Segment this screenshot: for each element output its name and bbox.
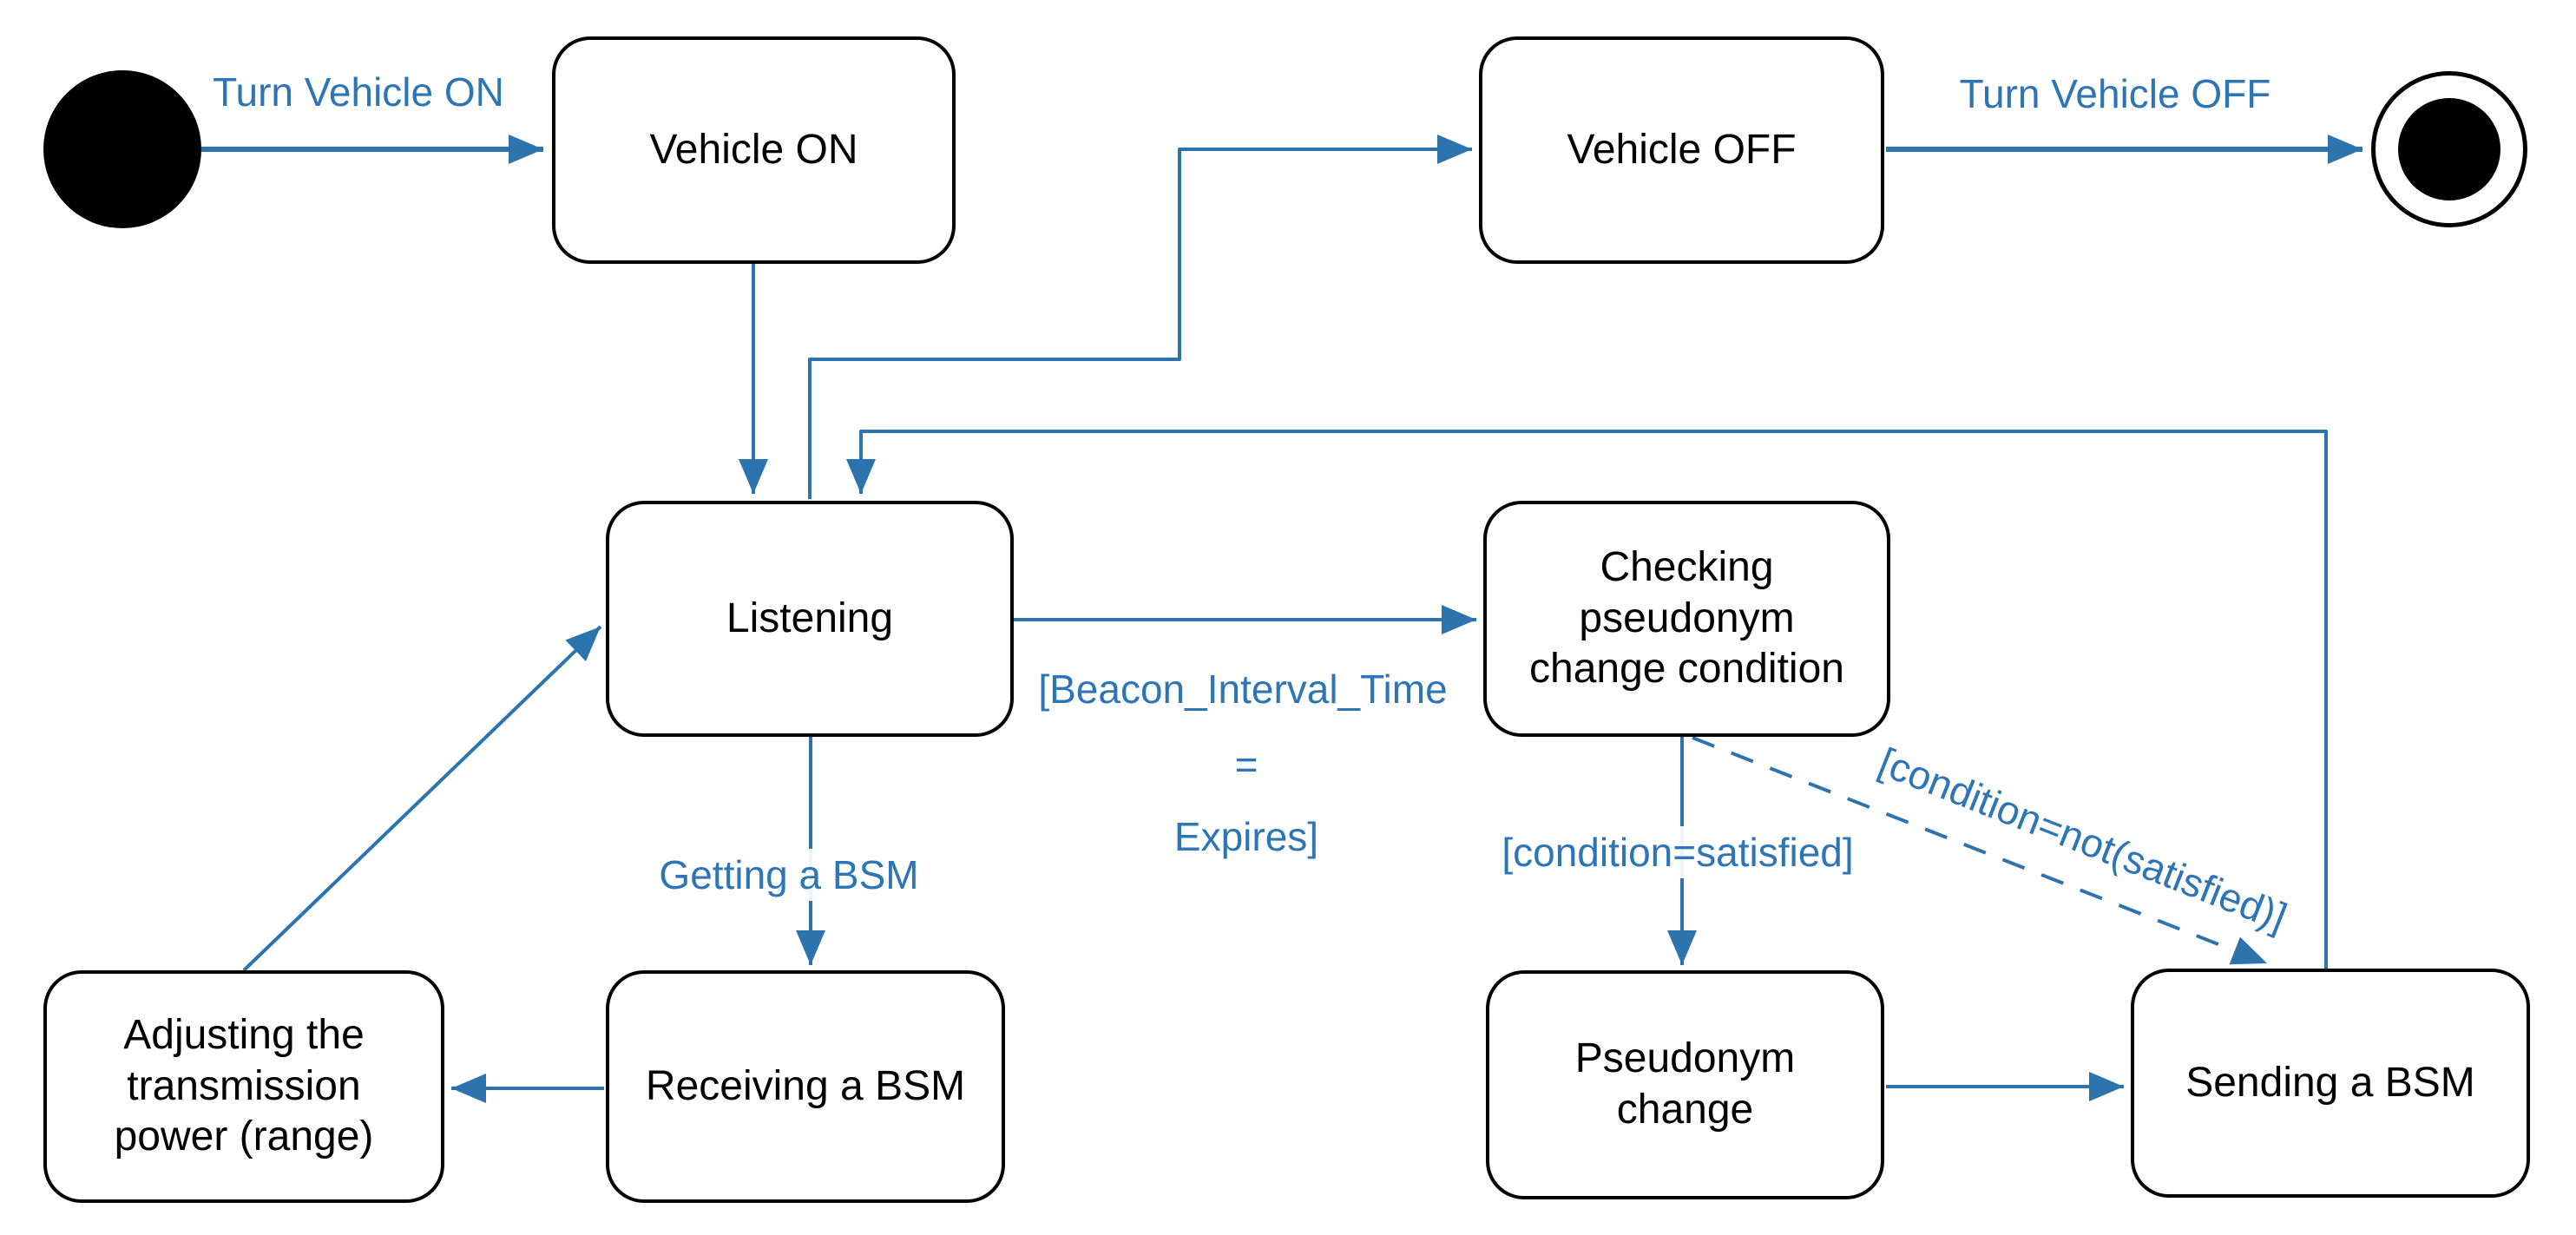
transition-label-getting-a-bsm: Getting a BSM <box>650 849 928 901</box>
transition-label-turn-vehicle-off: Turn Vehicle OFF <box>1950 68 2280 120</box>
edge-adjusting-to-listening <box>242 625 602 972</box>
transition-label-beacon-interval-line2: = <box>1226 739 1267 791</box>
state-pseudonym-change: Pseudonym change <box>1486 970 1884 1199</box>
transition-label-beacon-interval-line3: Expires] <box>1165 811 1328 863</box>
transition-label-turn-vehicle-on: Turn Vehicle ON <box>204 66 513 118</box>
final-state-inner-dot <box>2398 98 2500 200</box>
state-sending-a-bsm: Sending a BSM <box>2131 969 2530 1198</box>
edge-checking-to-sending-dashed <box>1692 736 2268 965</box>
edge-listening-to-vehicle-off <box>808 135 1472 499</box>
state-receiving-a-bsm: Receiving a BSM <box>606 970 1005 1203</box>
edge-sending-to-listening <box>846 430 2328 969</box>
transition-label-condition-satisfied: [condition=satisfied] <box>1493 826 1863 878</box>
state-vehicle-off: Vehicle OFF <box>1479 36 1884 264</box>
state-vehicle-on: Vehicle ON <box>552 36 956 264</box>
state-adjusting-transmission-power: Adjusting the transmission power (range) <box>43 970 444 1203</box>
transition-label-beacon-interval-line1: [Beacon_Interval_Time <box>1029 663 1456 715</box>
final-state-node <box>2371 71 2527 227</box>
state-listening: Listening <box>606 501 1014 737</box>
state-checking-pseudonym-change-condition: Checking pseudonym change condition <box>1483 501 1890 737</box>
initial-state-node <box>43 70 201 228</box>
